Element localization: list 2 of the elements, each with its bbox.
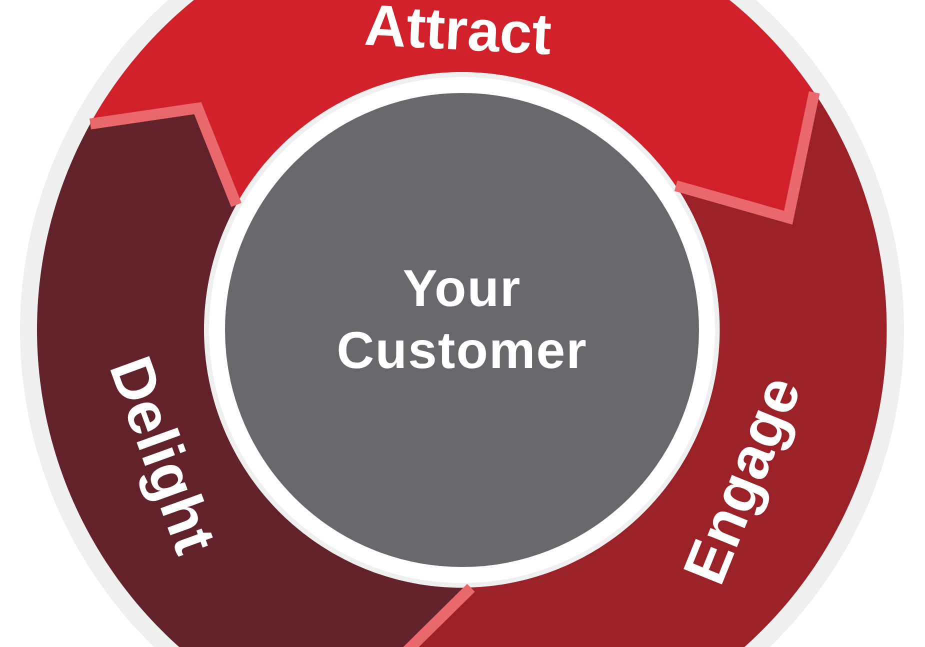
stage-label: Attract — [362, 0, 554, 68]
center-label: Your Customer — [336, 259, 588, 382]
